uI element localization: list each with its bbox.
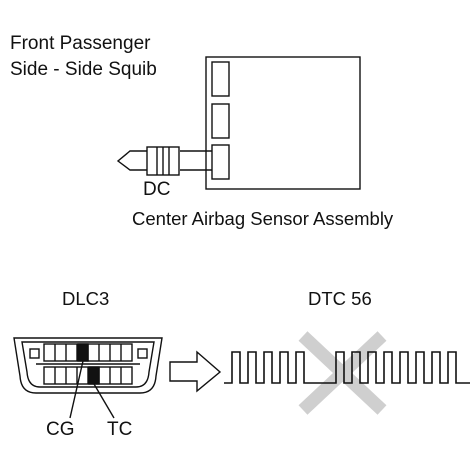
dlc3-outer-shell — [13, 337, 163, 394]
dlc3-connector — [13, 337, 163, 419]
dlc3-latch-right — [137, 348, 148, 359]
sensor-connector-slot-middle — [211, 103, 230, 139]
squib-label-line1: Front Passenger — [10, 33, 151, 54]
squib-label-line2: Side - Side Squib — [10, 59, 157, 80]
sensor-assembly-label: Center Airbag Sensor Assembly — [132, 208, 394, 229]
center-airbag-sensor-assembly — [205, 56, 361, 190]
dlc3-pin-tc — [88, 366, 100, 385]
dtc-56-waveform — [224, 351, 470, 384]
dtc-label: DTC 56 — [308, 288, 372, 309]
arrow-icon — [169, 350, 222, 393]
dc-connector-label: DC — [143, 179, 171, 200]
squib-wire-harness — [116, 146, 212, 176]
dlc3-inner-shell — [21, 341, 155, 388]
dlc3-pin-cg — [77, 343, 89, 362]
sensor-connector-slot-bottom — [211, 144, 230, 180]
cross-icon — [298, 331, 387, 415]
sensor-connector-slot-top — [211, 61, 230, 97]
tc-leader-line — [93, 383, 115, 419]
cg-pin-label: CG — [46, 419, 75, 440]
cg-leader-line — [69, 360, 84, 419]
dlc3-latch-left — [29, 348, 40, 359]
dlc3-label: DLC3 — [62, 288, 110, 309]
wire-end — [116, 150, 147, 171]
sensor-body — [205, 56, 361, 190]
tc-pin-label: TC — [107, 419, 133, 440]
